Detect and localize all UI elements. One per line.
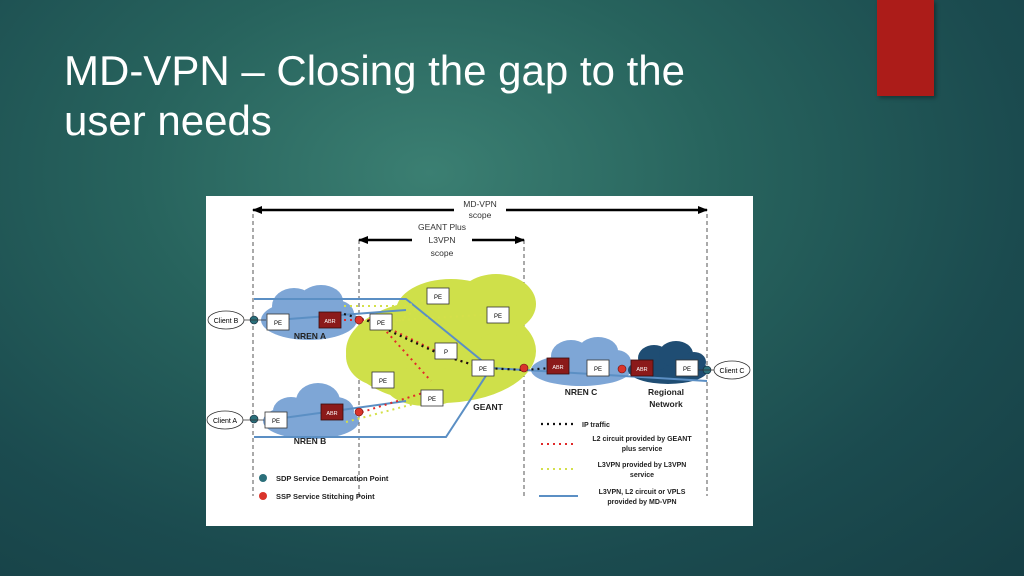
abr-node-nren-c: ABR [546,357,570,375]
legend-l2-label-1: L2 circuit provided by GEANT [592,436,692,443]
pe-node-geant-1: PE [369,313,393,331]
svg-text:PE: PE [594,367,602,373]
nren-a-label: NREN A [294,331,326,341]
svg-text:PE: PE [434,295,442,301]
abr-nodes: ABR ABR ABR ABR [318,311,654,421]
svg-text:PE: PE [683,367,691,373]
sdp-point-client-a [249,414,259,424]
pe-node-nren-b: PE [264,411,288,429]
pe-node-nren-c: PE [586,359,610,377]
mdvpn-scope-label-1: MD-VPN [463,199,497,209]
svg-text:Client C: Client C [720,368,745,375]
abr-node-nren-b: ABR [320,403,344,421]
p-node-geant: P [434,342,458,360]
slide-title: MD-VPN – Closing the gap to the user nee… [64,46,824,146]
svg-text:ABR: ABR [636,367,647,373]
svg-text:Client A: Client A [213,418,237,425]
client-c: Client C [713,360,751,380]
geant-scope-label-3: scope [431,248,454,258]
diagram-svg: MD-VPN scope GEANT Plus L3VPN scope GEAN… [206,199,751,506]
nren-b-cloud [263,383,359,439]
legend-sdp-swatch [259,474,267,482]
legend-mdvpn-label-1: L3VPN, L2 circuit or VPLS [599,489,686,496]
abr-node-nren-a: ABR [318,311,342,329]
svg-text:ABR: ABR [326,411,337,417]
ssp-points [354,315,627,417]
legend-ip-label: IP traffic [582,422,610,429]
ssp-point-nren-c [519,363,529,373]
svg-text:PE: PE [274,321,282,327]
nren-b-label: NREN B [294,436,327,446]
svg-text:ABR: ABR [324,319,335,325]
client-b: Client B [207,310,245,330]
pe-node-geant-5: PE [371,371,395,389]
legend-points: SDP Service Demarcation Point SSP Servic… [259,474,389,501]
geant-scope-label-1: GEANT Plus [418,222,466,232]
pe-node-nren-a: PE [266,313,290,331]
legend-sdp-label: SDP Service Demarcation Point [276,474,389,483]
pe-node-geant-2: PE [426,287,450,305]
mdvpn-diagram: MD-VPN scope GEANT Plus L3VPN scope GEAN… [206,196,753,526]
pe-node-geant-4: PE [471,359,495,377]
svg-text:PE: PE [428,397,436,403]
legend-ssp-swatch [259,492,267,500]
slide-title-line-2: user needs [64,97,272,144]
svg-text:ABR: ABR [552,365,563,371]
svg-text:PE: PE [272,419,280,425]
regional-label-1: Regional [648,387,684,397]
pe-nodes: PE PE PE PE PE P PE PE [264,287,699,429]
legend-l3vpn-label-2: service [630,472,654,479]
legend-l3vpn-label-1: L3VPN provided by L3VPN [598,462,687,469]
svg-text:PE: PE [379,379,387,385]
pe-node-geant-3: PE [486,306,510,324]
abr-node-regional: ABR [630,359,654,377]
legend-l2-label-2: plus service [622,446,663,453]
svg-text:PE: PE [494,314,502,320]
legend-lines: IP traffic L2 circuit provided by GEANT … [539,422,692,506]
accent-tab [877,0,934,96]
nren-c-cloud [531,337,631,386]
geant-label: GEANT [473,402,504,412]
ssp-point-nren-b [354,407,364,417]
geant-scope-label-bg [412,224,472,260]
svg-text:PE: PE [479,367,487,373]
geant-scope-label-2: L3VPN [429,235,456,245]
mdvpn-scope-label-2: scope [469,210,492,220]
svg-text:Client B: Client B [214,318,239,325]
legend-mdvpn-label-2: provided by MD-VPN [607,499,676,506]
svg-text:P: P [444,350,448,356]
regional-label-2: Network [649,399,683,409]
legend-ssp-label: SSP Service Stitching Point [276,492,375,501]
ssp-point-regional [617,364,627,374]
ssp-point-nren-a [354,315,364,325]
svg-text:PE: PE [377,321,385,327]
pe-node-geant-6: PE [420,389,444,407]
client-a: Client A [206,410,244,430]
l3vpn-links [344,295,497,423]
nren-c-label: NREN C [565,387,598,397]
slide-title-line-1: MD-VPN – Closing the gap to the [64,47,685,94]
mdvpn-scope-label-bg [454,199,506,223]
pe-node-regional: PE [675,359,699,377]
